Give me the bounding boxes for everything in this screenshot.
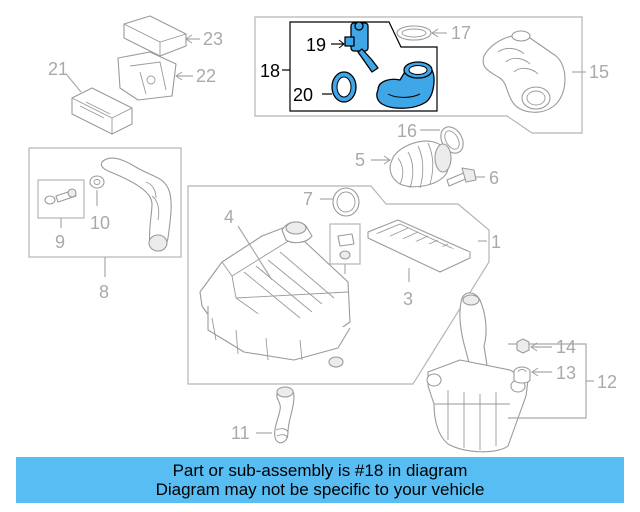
callout-17[interactable]: 17 <box>451 23 471 43</box>
callout-5[interactable]: 5 <box>355 150 365 170</box>
part-18-housing[interactable] <box>376 61 435 109</box>
part-23-cover[interactable] <box>123 15 187 57</box>
part-11-pipe[interactable] <box>274 386 295 444</box>
part-15-duct[interactable] <box>482 30 566 113</box>
callout-3[interactable]: 3 <box>403 289 413 309</box>
leader-12 <box>508 343 594 419</box>
part-7-gasket[interactable] <box>332 187 360 217</box>
group-box-15 <box>254 16 583 134</box>
callout-23[interactable]: 23 <box>203 29 223 49</box>
banner-line-2: Diagram may not be specific to your vehi… <box>155 480 485 499</box>
group-box-1 <box>187 185 490 385</box>
banner-line-1: Part or sub-assembly is #18 in diagram <box>172 461 468 480</box>
part-4-air-cleaner-housing[interactable] <box>199 221 351 368</box>
part-12-resonator[interactable] <box>426 292 529 453</box>
callout-19[interactable]: 19 <box>306 35 326 55</box>
callout-20[interactable]: 20 <box>293 85 313 105</box>
callout-13[interactable]: 13 <box>556 363 576 383</box>
callout-1[interactable]: 1 <box>491 232 501 252</box>
part-2-mount[interactable] <box>337 233 355 260</box>
callout-7[interactable]: 7 <box>303 189 313 209</box>
part-20-gasket[interactable] <box>331 71 357 103</box>
leader-4 <box>237 225 273 281</box>
assembly-box-18 <box>289 21 438 112</box>
part-13-grommet[interactable] <box>513 366 531 384</box>
part-8-intake-duct[interactable] <box>100 157 172 252</box>
part-14-nut[interactable] <box>516 338 530 354</box>
callout-22[interactable]: 22 <box>196 66 216 86</box>
callout-18[interactable]: 18 <box>260 61 280 81</box>
part-22-bracket[interactable] <box>117 51 177 101</box>
part-17-clamp[interactable] <box>396 25 432 41</box>
callout-11[interactable]: 11 <box>231 423 250 443</box>
callout-14[interactable]: 14 <box>556 337 576 357</box>
callout-21[interactable]: 21 <box>48 59 68 79</box>
callout-8[interactable]: 8 <box>99 282 109 302</box>
part-9-clip[interactable] <box>44 188 77 205</box>
part-10-grommet[interactable] <box>89 175 105 189</box>
part-19-sensor[interactable] <box>344 21 379 73</box>
part-5-hose[interactable] <box>389 140 452 189</box>
leader-21 <box>66 74 82 93</box>
info-banner: Part or sub-assembly is #18 in diagram D… <box>16 457 624 503</box>
callout-4[interactable]: 4 <box>224 207 234 227</box>
part-21-duct[interactable] <box>71 87 133 135</box>
part-3-filter[interactable] <box>367 219 471 273</box>
callout-16[interactable]: 16 <box>397 121 417 141</box>
callout-9[interactable]: 9 <box>55 232 65 252</box>
callout-6[interactable]: 6 <box>489 168 499 188</box>
callout-10[interactable]: 10 <box>90 213 110 233</box>
part-6-bolt[interactable] <box>446 167 477 187</box>
callout-12[interactable]: 12 <box>597 372 617 392</box>
callout-15[interactable]: 15 <box>589 62 609 82</box>
